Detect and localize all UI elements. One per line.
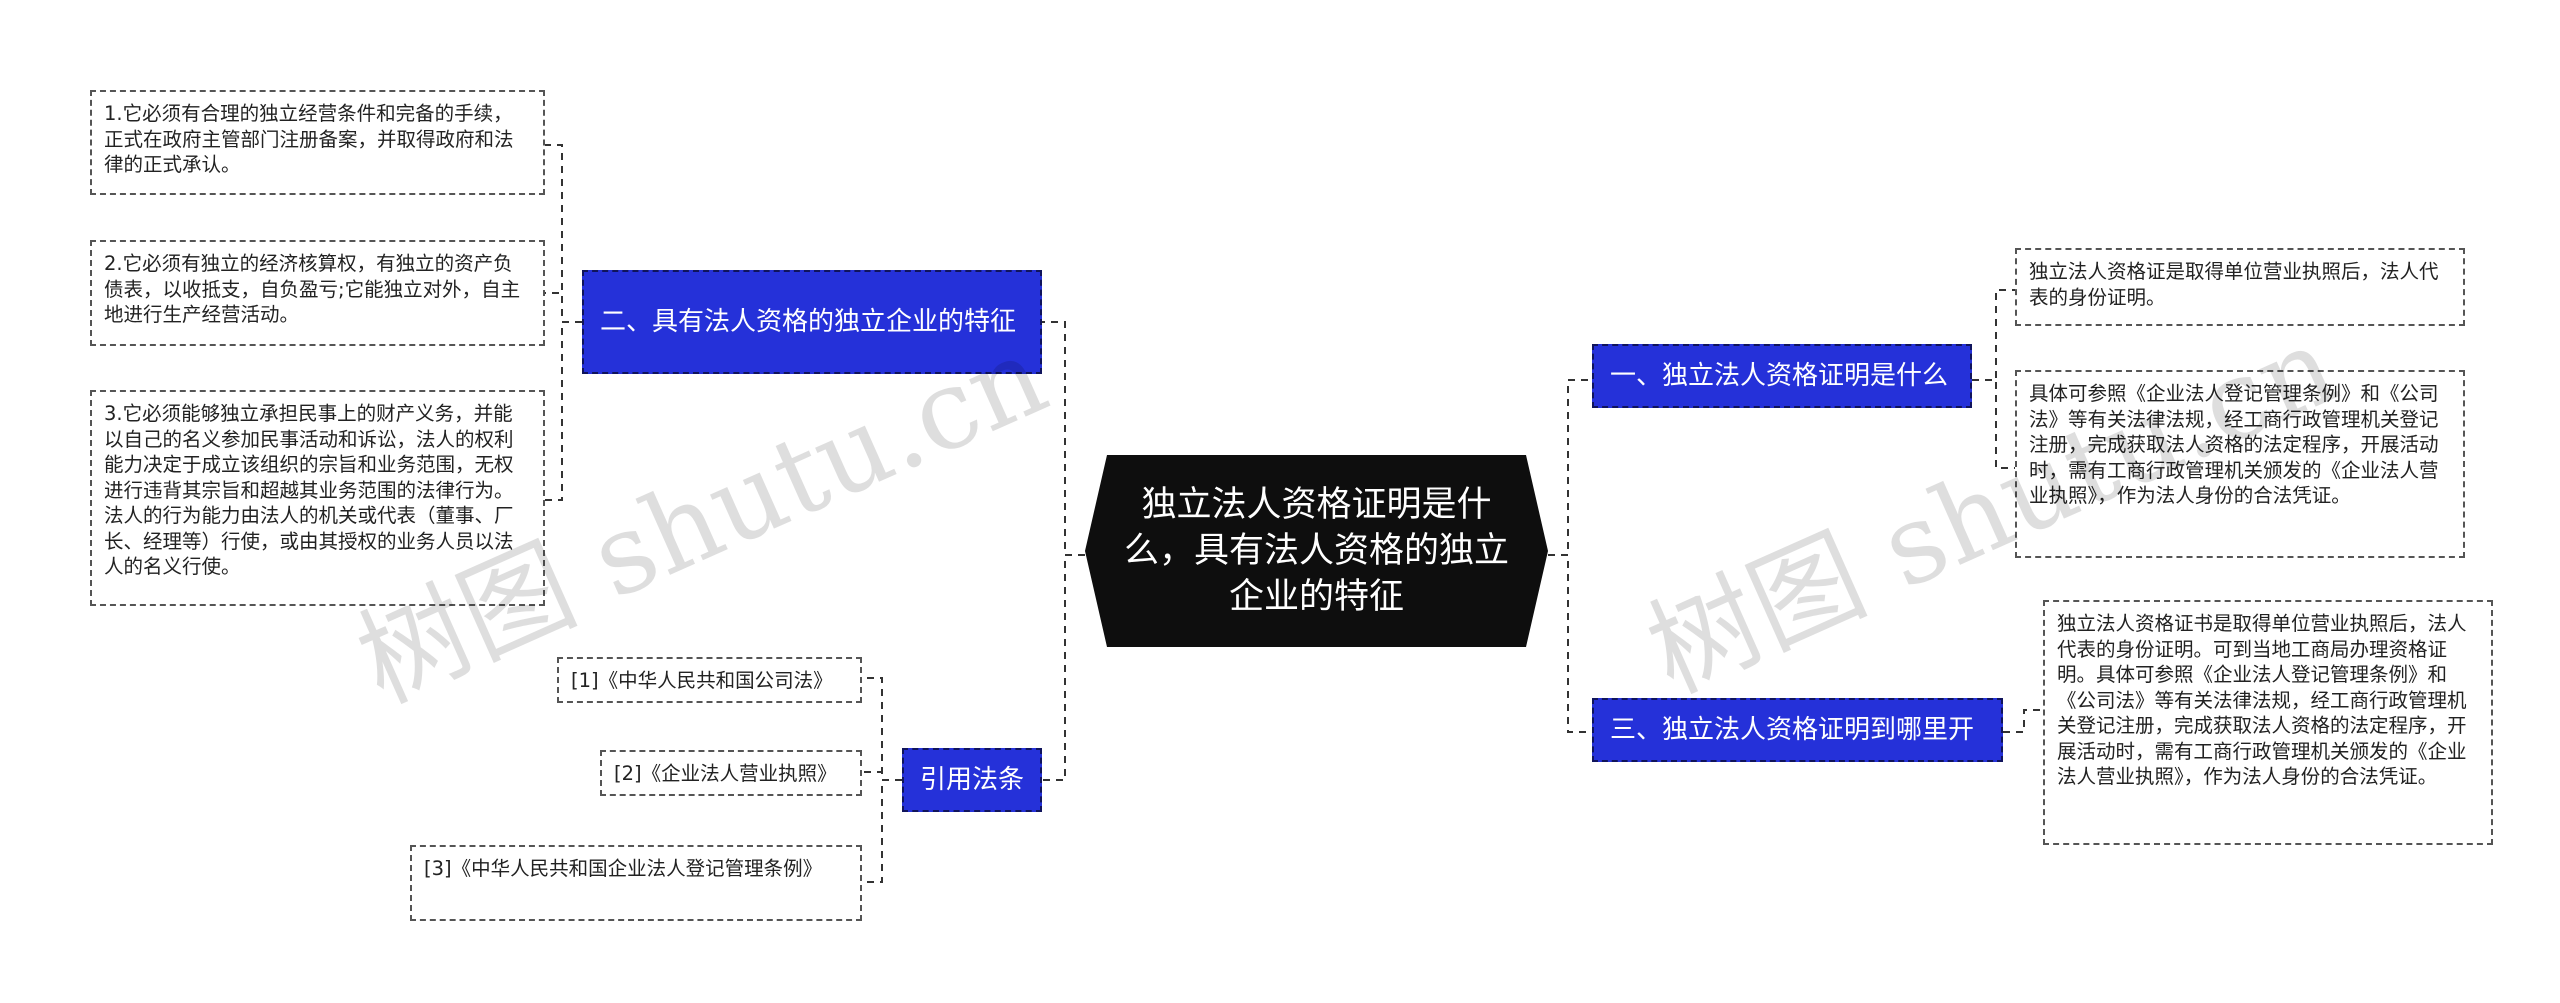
- edge-b3-l1: [2003, 709, 2043, 733]
- edge-root-b1: [1548, 379, 1592, 556]
- leaf-text: 独立法人资格证是取得单位营业执照后，法人代表的身份证明。: [2029, 260, 2439, 309]
- leaf-text: 具体可参照《企业法人登记管理条例》和《公司法》等有关法律法规，经工商行政管理机关…: [2029, 382, 2439, 507]
- leaf-text: [1]《中华人民共和国公司法》: [571, 669, 833, 692]
- branch-cited-laws[interactable]: 引用法条: [902, 748, 1042, 812]
- root-topic-text: 独立法人资格证明是什么，具有法人资格的独立企业的特征: [1123, 485, 1509, 617]
- edge-root-b4: [1042, 554, 1085, 781]
- branch-enterprise-features[interactable]: 二、具有法人资格的独立企业的特征: [582, 270, 1042, 374]
- leaf-b3-detail[interactable]: 独立法人资格证书是取得单位营业执照后，法人代表的身份证明。可到当地工商局办理资格…: [2043, 600, 2493, 845]
- leaf-b2-point-1[interactable]: 1.它必须有合理的独立经营条件和完备的手续，正式在政府主管部门注册备案，并取得政…: [90, 90, 545, 195]
- branch-label: 引用法条: [920, 765, 1025, 795]
- branch-what-is-certificate[interactable]: 一、独立法人资格证明是什么: [1592, 344, 1972, 408]
- leaf-text: 2.它必须有独立的经济核算权，有独立的资产负债表，以收抵支，自负盈亏;它能独立对…: [104, 252, 521, 326]
- edge-b2-l3: [545, 321, 582, 501]
- edge-b1-l2: [1972, 379, 2015, 469]
- edge-b4-l3: [862, 779, 902, 883]
- leaf-b2-point-2[interactable]: 2.它必须有独立的经济核算权，有独立的资产负债表，以收抵支，自负盈亏;它能独立对…: [90, 240, 545, 346]
- leaf-text: 1.它必须有合理的独立经营条件和完备的手续，正式在政府主管部门注册备案，并取得政…: [104, 102, 514, 176]
- leaf-law-registration-regulation[interactable]: [3]《中华人民共和国企业法人登记管理条例》: [410, 845, 862, 921]
- leaf-text: [2]《企业法人营业执照》: [614, 762, 837, 785]
- root-topic[interactable]: 独立法人资格证明是什么，具有法人资格的独立企业的特征: [1085, 455, 1548, 647]
- branch-label: 一、独立法人资格证明是什么: [1610, 361, 1949, 391]
- branch-label: 三、独立法人资格证明到哪里开: [1610, 715, 1975, 745]
- edge-b4-l1: [862, 677, 902, 781]
- branch-label: 二、具有法人资格的独立企业的特征: [600, 307, 1017, 337]
- leaf-law-business-license[interactable]: [2]《企业法人营业执照》: [600, 750, 862, 796]
- leaf-text: 独立法人资格证书是取得单位营业执照后，法人代表的身份证明。可到当地工商局办理资格…: [2057, 612, 2467, 788]
- leaf-text: [3]《中华人民共和国企业法人登记管理条例》: [424, 857, 823, 880]
- edge-b2-l1: [545, 144, 582, 323]
- edge-root-b3: [1548, 554, 1592, 733]
- leaf-text: 3.它必须能够独立承担民事上的财产义务，并能以自己的名义参加民事活动和诉讼，法人…: [104, 402, 514, 578]
- leaf-b2-point-3[interactable]: 3.它必须能够独立承担民事上的财产义务，并能以自己的名义参加民事活动和诉讼，法人…: [90, 390, 545, 606]
- edge-b2-l2: [545, 292, 582, 323]
- leaf-law-company-law[interactable]: [1]《中华人民共和国公司法》: [557, 657, 862, 703]
- edge-b4-l2: [862, 771, 902, 781]
- branch-where-to-issue[interactable]: 三、独立法人资格证明到哪里开: [1592, 698, 2003, 762]
- edge-b1-l1: [1972, 289, 2015, 381]
- edge-root-b2: [1042, 321, 1085, 556]
- leaf-b1-definition[interactable]: 独立法人资格证是取得单位营业执照后，法人代表的身份证明。: [2015, 248, 2465, 326]
- leaf-b1-legal-basis[interactable]: 具体可参照《企业法人登记管理条例》和《公司法》等有关法律法规，经工商行政管理机关…: [2015, 370, 2465, 558]
